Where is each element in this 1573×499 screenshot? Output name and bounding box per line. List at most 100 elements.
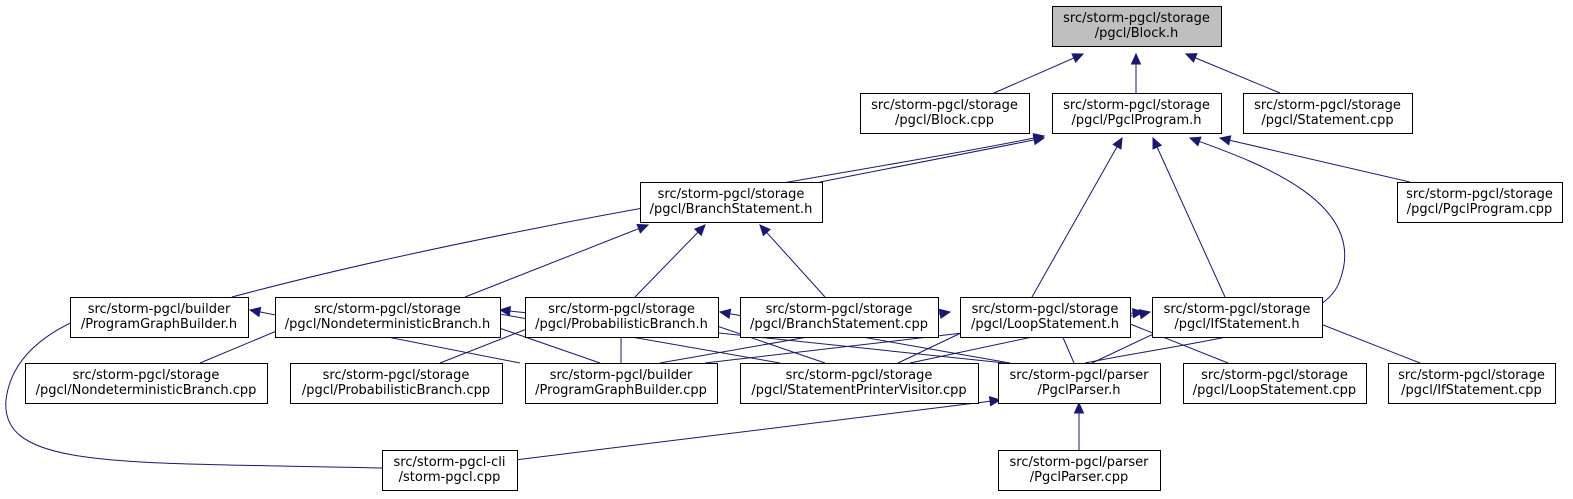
node-probabilisticbranch-h[interactable]: src/storm-pgcl/storage/pgcl/Probabilisti…: [525, 297, 719, 338]
node-probabilisticbranch-cpp[interactable]: src/storm-pgcl/storage/pgcl/Probabilisti…: [290, 363, 503, 404]
node-box: [860, 93, 1030, 134]
edge-statement-cpp-to-block-h: [1184, 53, 1281, 94]
node-path-line: src/storm-pgcl/storage: [1164, 302, 1311, 317]
node-box: [1152, 297, 1323, 338]
arrowhead: [1188, 136, 1202, 147]
edge-probabilisticbranch-h-to-branchstatement-h: [634, 224, 706, 298]
node-path-line: src/storm-pgcl/storage: [1254, 98, 1401, 113]
edge-storm-pgcl-cpp-to-pgclparser-h: [514, 396, 1002, 461]
arrowhead: [988, 396, 1002, 407]
node-box: [1388, 363, 1556, 404]
node-file-line: /pgcl/StatementPrinterVisitor.cpp: [751, 383, 966, 398]
node-path-line: src/storm-pgcl/storage: [972, 302, 1119, 317]
node-path-line: src/storm-pgcl/storage: [1063, 11, 1210, 26]
node-file-line: /pgcl/IfStatement.cpp: [1401, 383, 1542, 398]
node-branchstatement-h[interactable]: src/storm-pgcl/storage/pgcl/BranchStatem…: [640, 182, 823, 223]
node-file-line: /pgcl/Block.cpp: [895, 113, 994, 128]
node-file-line: /pgcl/LoopStatement.h: [971, 317, 1119, 332]
edge-pgclparser-cpp-to-pgclparser-h: [1073, 401, 1085, 450]
node-file-line: /pgcl/BranchStatement.h: [650, 202, 813, 217]
node-path-line: src/storm-pgcl/storage: [1398, 368, 1545, 383]
node-pgclparser-cpp[interactable]: src/storm-pgcl/parser/PgclParser.cpp: [998, 450, 1161, 491]
node-box: [275, 297, 501, 338]
node-pgclparser-h[interactable]: src/storm-pgcl/parser/PgclParser.h: [998, 363, 1161, 404]
arrowhead: [1071, 53, 1085, 64]
node-file-line: /pgcl/Statement.cpp: [1261, 113, 1393, 128]
edge-nondeterministicbranch-h-to-branchstatement-h: [464, 223, 650, 298]
node-path-line: src/storm-pgcl/parser: [1010, 368, 1150, 383]
edge-pgclparser-h-to-pgclprogram-h: [1084, 136, 1346, 364]
node-box: [290, 363, 503, 404]
node-block-h: src/storm-pgcl/storage/pgcl/Block.h: [1052, 6, 1222, 47]
node-file-line: /pgcl/NondeterministicBranch.cpp: [36, 383, 257, 398]
node-loopstatement-cpp[interactable]: src/storm-pgcl/storage/pgcl/LoopStatemen…: [1183, 363, 1367, 404]
arrowhead: [1032, 132, 1046, 144]
node-file-line: /pgcl/PgclProgram.cpp: [1407, 202, 1553, 217]
arrowhead: [1073, 401, 1085, 414]
node-file-line: /storm-pgcl.cpp: [399, 470, 501, 485]
node-block-cpp[interactable]: src/storm-pgcl/storage/pgcl/Block.cpp: [860, 93, 1030, 134]
arrowhead: [1184, 53, 1198, 63]
node-box: [1183, 363, 1367, 404]
node-file-line: /pgcl/ProbabilisticBranch.h: [535, 317, 708, 332]
node-box: [998, 450, 1161, 491]
node-file-line: /ProgramGraphBuilder.cpp: [535, 383, 707, 398]
node-programgraphbuilder-h[interactable]: src/storm-pgcl/builder/ProgramGraphBuild…: [70, 297, 249, 338]
node-box: [1243, 93, 1413, 134]
node-box: [1052, 93, 1222, 134]
node-pgclprogram-h[interactable]: src/storm-pgcl/storage/pgcl/PgclProgram.…: [1052, 93, 1222, 134]
node-path-line: src/storm-pgcl/storage: [1063, 98, 1210, 113]
arrowhead: [1218, 135, 1232, 146]
node-box: [525, 363, 718, 404]
node-nondeterministicbranch-cpp[interactable]: src/storm-pgcl/storage/pgcl/Nondetermini…: [25, 363, 268, 404]
node-ifstatement-cpp[interactable]: src/storm-pgcl/storage/pgcl/IfStatement.…: [1388, 363, 1556, 404]
node-path-line: src/storm-pgcl/storage: [766, 302, 913, 317]
edge-programgraphbuilder-h-to-pgclprogram-h: [231, 132, 1046, 298]
node-storm-pgcl-cpp[interactable]: src/storm-pgcl-cli/storm-pgcl.cpp: [382, 450, 518, 491]
node-file-line: /pgcl/Block.h: [1095, 26, 1179, 41]
node-box: [525, 297, 719, 338]
node-pgclprogram-cpp[interactable]: src/storm-pgcl/storage/pgcl/PgclProgram.…: [1397, 182, 1563, 223]
node-programgraphbuilder-cpp[interactable]: src/storm-pgcl/builder/ProgramGraphBuild…: [525, 363, 718, 404]
edge-block-cpp-to-block-h: [993, 53, 1085, 94]
node-file-line: /ProgramGraphBuilder.h: [81, 317, 237, 332]
node-box: [70, 297, 249, 338]
node-box: [640, 182, 823, 223]
node-file-line: /pgcl/ProbabilisticBranch.cpp: [302, 383, 490, 398]
node-box: [960, 297, 1131, 338]
node-ifstatement-h[interactable]: src/storm-pgcl/storage/pgcl/IfStatement.…: [1152, 297, 1323, 338]
node-file-line: /pgcl/IfStatement.h: [1174, 317, 1299, 332]
node-file-line: /PgclParser.cpp: [1030, 470, 1129, 485]
node-path-line: src/storm-pgcl/builder: [88, 302, 231, 317]
node-branchstatement-cpp[interactable]: src/storm-pgcl/storage/pgcl/BranchStatem…: [740, 297, 939, 338]
edge-pgclprogram-cpp-to-pgclprogram-h: [1218, 135, 1411, 183]
arrowhead: [248, 306, 262, 318]
edge-loopstatement-h-to-pgclprogram-h: [1031, 136, 1123, 298]
node-box: [998, 363, 1161, 404]
arrowhead: [759, 224, 771, 237]
arrowhead: [498, 305, 511, 317]
arrowhead: [938, 308, 952, 320]
node-path-line: src/storm-pgcl/storage: [548, 302, 695, 317]
node-path-line: src/storm-pgcl/storage: [314, 302, 461, 317]
node-path-line: src/storm-pgcl/storage: [786, 368, 933, 383]
node-statement-cpp[interactable]: src/storm-pgcl/storage/pgcl/Statement.cp…: [1243, 93, 1413, 134]
arrowhead: [636, 223, 650, 234]
node-box: [740, 363, 979, 404]
node-path-line: src/storm-pgcl/storage: [73, 368, 220, 383]
node-box: [1052, 6, 1222, 47]
node-path-line: src/storm-pgcl/parser: [1010, 455, 1150, 470]
node-file-line: /pgcl/BranchStatement.cpp: [750, 317, 928, 332]
node-path-line: src/storm-pgcl/builder: [550, 368, 693, 383]
node-file-line: /pgcl/NondeterministicBranch.h: [285, 317, 490, 332]
node-path-line: src/storm-pgcl/storage: [1406, 187, 1553, 202]
node-loopstatement-h[interactable]: src/storm-pgcl/storage/pgcl/LoopStatemen…: [960, 297, 1131, 338]
node-nondeterministicbranch-h[interactable]: src/storm-pgcl/storage/pgcl/Nondetermini…: [275, 297, 501, 338]
node-path-line: src/storm-pgcl/storage: [871, 98, 1018, 113]
node-statementprintervisitor-cpp[interactable]: src/storm-pgcl/storage/pgcl/StatementPri…: [740, 363, 979, 404]
node-file-line: /pgcl/PgclProgram.h: [1071, 113, 1201, 128]
node-path-line: src/storm-pgcl/storage: [658, 187, 805, 202]
node-box: [1397, 182, 1563, 223]
node-box: [740, 297, 939, 338]
